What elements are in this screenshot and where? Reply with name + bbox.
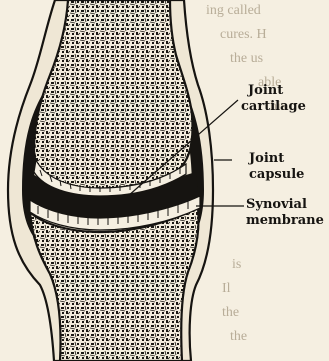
bg-text-line: ing called (206, 3, 261, 18)
bg-text-line: the (222, 305, 239, 320)
joint-capsule-label-line2: capsule (249, 167, 304, 182)
bg-text-line: the (230, 329, 247, 344)
synovial-membrane-label-line2: membrane (246, 213, 324, 228)
bg-text-line: the us (230, 51, 263, 66)
joint-cartilage-label-line2: cartilage (241, 99, 306, 114)
bg-text-line: is (232, 257, 241, 272)
joint-cartilage-label-line1: Joint (247, 83, 283, 98)
bg-text-line: cures. H (220, 27, 267, 42)
synovial-membrane-label-line1: Synovial (246, 197, 307, 212)
joint-capsule-label-line1: Joint (248, 151, 284, 166)
bg-text-line: Il (222, 281, 231, 296)
